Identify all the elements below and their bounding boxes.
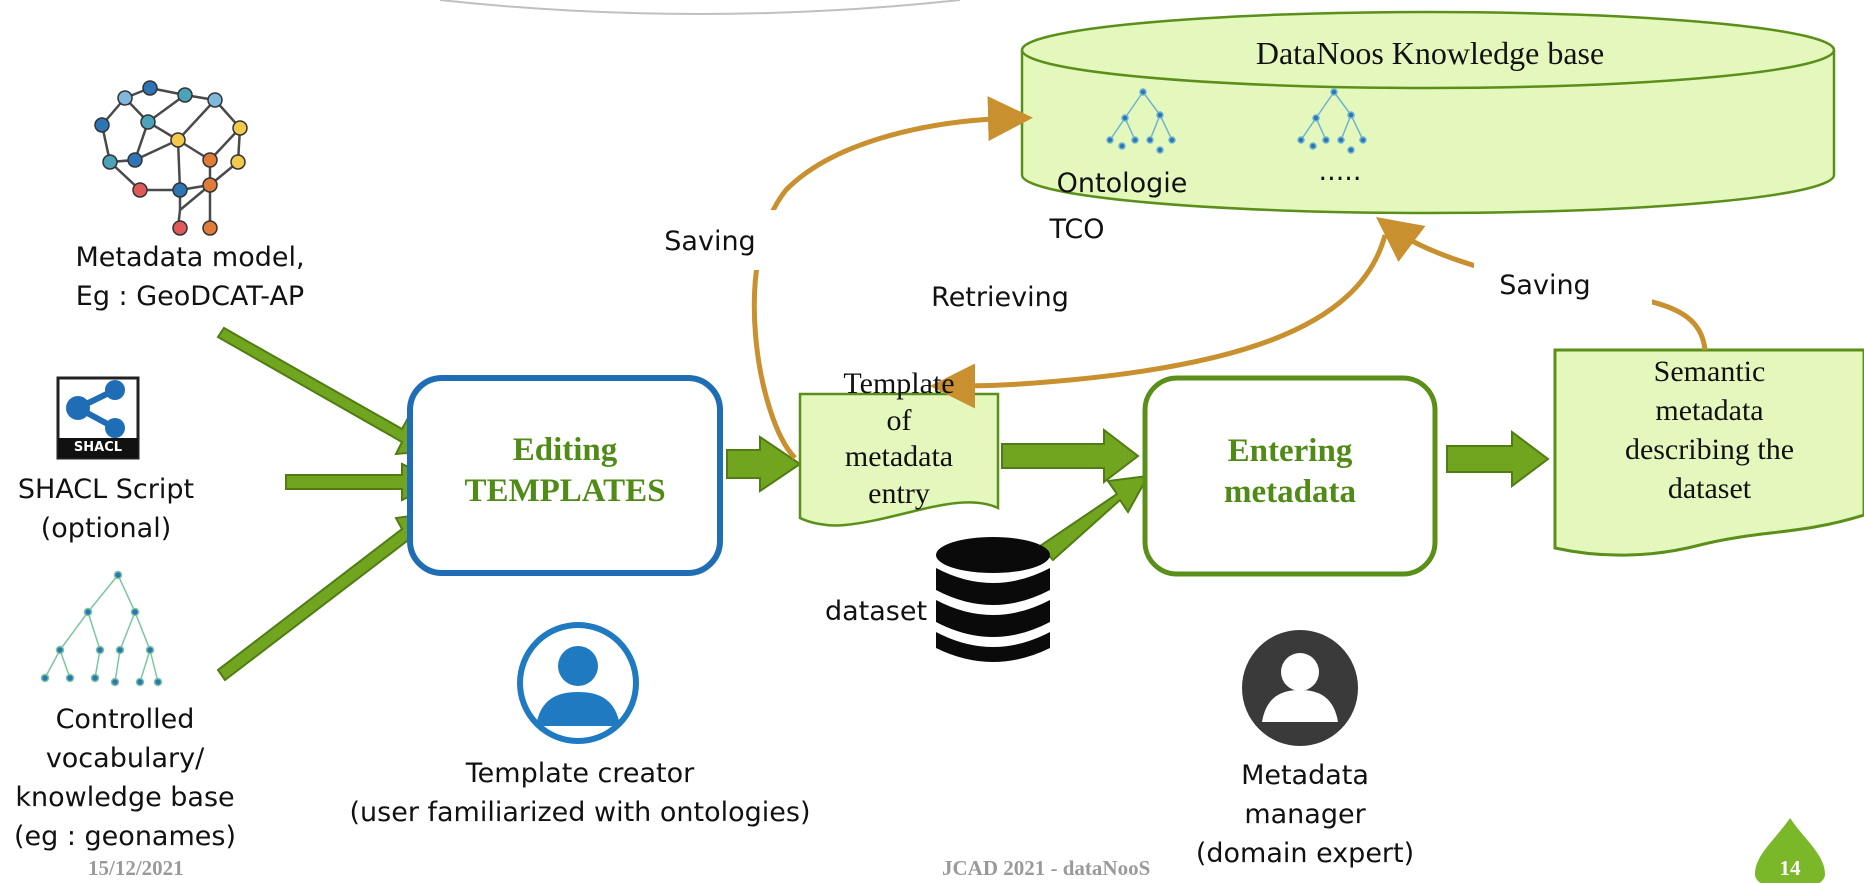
shacl-label: SHACL Script (optional) <box>17 474 195 545</box>
editing-templates-text: Editing TEMPLATES <box>464 432 666 510</box>
arrow-editing-to-template <box>726 435 802 493</box>
retrieving-arrow <box>930 234 1388 409</box>
arrow-entering-to-semantic <box>1446 430 1550 488</box>
arrow-dataset-to-entering <box>1038 474 1150 562</box>
saving-arrow-left <box>751 96 1033 460</box>
footer-page-number: 14 <box>1779 856 1801 880</box>
template-document-text: Template of metadata entry <box>843 367 955 510</box>
entering-metadata-box <box>1142 375 1438 577</box>
kb-title: DataNoos Knowledge base <box>1255 35 1605 71</box>
metadata-model-label: Metadata model, Eg : GeoDCAT-AP <box>75 242 305 313</box>
semantic-document-text: Semantic metadata describing the dataset <box>1624 355 1795 505</box>
top-arc <box>439 0 961 15</box>
kb-item1-label: Ontologie <box>1056 168 1188 199</box>
footer-date: 15/12/2021 <box>88 856 184 880</box>
input-arrows <box>216 326 443 682</box>
saving-left-label: Saving <box>664 226 756 257</box>
kb-item1-sub: TCO <box>1049 214 1105 245</box>
vocabulary-label: Controlled vocabulary/ knowledge base (e… <box>14 704 236 853</box>
semantic-document <box>1553 348 1864 557</box>
ontology-tree-icon <box>1106 88 1176 154</box>
saving-right-label: Saving <box>1499 270 1591 301</box>
vocabulary-tree-icon <box>40 570 163 687</box>
page-number-drop <box>1755 818 1825 883</box>
shacl-icon <box>56 376 140 460</box>
entering-metadata-text: Entering metadata <box>1224 433 1356 511</box>
shacl-badge-text: SHACL <box>73 440 123 455</box>
footer-conference: JCAD 2021 - dataNooS <box>942 856 1151 880</box>
kb-item2-label: ..... <box>1318 156 1362 187</box>
template-document <box>798 392 1000 527</box>
metadata-manager-label: Metadata manager (domain expert) <box>1195 760 1415 870</box>
metadata-manager-avatar <box>1242 630 1358 746</box>
retrieving-label: Retrieving <box>931 282 1069 313</box>
dataset-label: dataset <box>824 596 928 627</box>
template-creator-label: Template creator (user familiarized with… <box>349 758 811 829</box>
arrow-template-to-entering <box>1001 427 1140 485</box>
knowledge-base-cylinder <box>1020 10 1836 215</box>
second-tree-icon <box>1297 88 1367 154</box>
database-icon <box>936 537 1050 662</box>
template-creator-avatar <box>517 622 639 744</box>
brain-nodes <box>94 80 248 236</box>
brain-network-icon <box>100 86 242 229</box>
editing-templates-box <box>407 375 723 576</box>
